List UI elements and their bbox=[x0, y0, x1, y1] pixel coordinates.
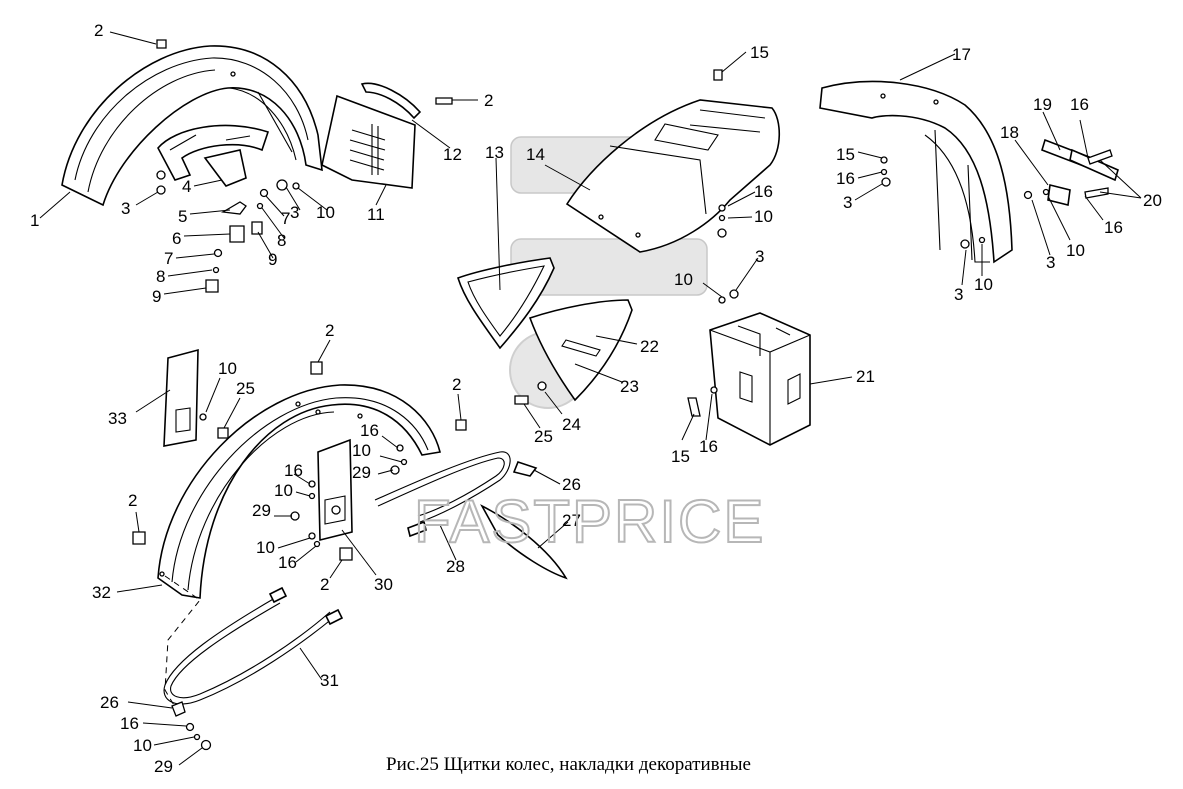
rear-fender-upper-hardware bbox=[880, 138, 1119, 249]
rear-fender-upper bbox=[819, 80, 1013, 264]
callout-label: 9 bbox=[152, 287, 161, 306]
callout-label: 1 bbox=[30, 211, 39, 230]
callout-label: 16 bbox=[284, 461, 303, 480]
callout-label: 10 bbox=[256, 538, 275, 557]
callout-label: 9 bbox=[268, 250, 277, 269]
callout-label: 3 bbox=[954, 285, 963, 304]
rear-lower-hardware bbox=[171, 701, 212, 751]
flap-bracket bbox=[360, 82, 453, 120]
callout-label: 3 bbox=[1046, 253, 1055, 272]
callout-label: 8 bbox=[156, 267, 165, 286]
callout-label: 30 bbox=[374, 575, 393, 594]
rear-hardware bbox=[132, 361, 467, 548]
callout-label: 28 bbox=[446, 557, 465, 576]
callout-label: 10 bbox=[218, 359, 237, 378]
callout-label: 5 bbox=[178, 207, 187, 226]
callout-label: 3 bbox=[290, 203, 299, 222]
callout-label: 32 bbox=[92, 583, 111, 602]
callout-label: 10 bbox=[316, 203, 335, 222]
front-fender-bracket bbox=[157, 124, 270, 187]
callout-label: 25 bbox=[534, 427, 553, 446]
callout-label: 26 bbox=[100, 693, 119, 712]
callout-label: 18 bbox=[1000, 123, 1019, 142]
callout-label: 16 bbox=[1070, 95, 1089, 114]
side-cover-left bbox=[457, 257, 555, 350]
figure-caption: Рис.25 Щитки колес, накладки декоративны… bbox=[386, 754, 751, 775]
grab-rail-lower bbox=[163, 586, 344, 705]
callout-label: 10 bbox=[274, 481, 293, 500]
watermark-text: FASTPRICE bbox=[414, 488, 765, 555]
mud-flap bbox=[321, 94, 416, 189]
callout-label: 29 bbox=[252, 501, 271, 520]
callout-label: 10 bbox=[133, 736, 152, 755]
callout-label: 16 bbox=[699, 437, 718, 456]
callout-label: 16 bbox=[120, 714, 139, 733]
callout-label: 29 bbox=[154, 757, 173, 776]
callout-label: 31 bbox=[320, 671, 339, 690]
callout-label: 10 bbox=[974, 275, 993, 294]
callout-label: 17 bbox=[952, 45, 971, 64]
callout-label: 21 bbox=[856, 367, 875, 386]
callout-label: 3 bbox=[121, 199, 130, 218]
callout-label: 10 bbox=[352, 441, 371, 460]
callout-label: 3 bbox=[755, 247, 764, 266]
callout-label: 3 bbox=[843, 193, 852, 212]
callout-label: 4 bbox=[182, 177, 191, 196]
callout-label: 33 bbox=[108, 409, 127, 428]
deflector bbox=[480, 461, 568, 580]
callout-label: 23 bbox=[620, 377, 639, 396]
callout-label: 2 bbox=[452, 375, 461, 394]
callout-label: 2 bbox=[484, 91, 493, 110]
callout-label: 15 bbox=[836, 145, 855, 164]
callout-label: 19 bbox=[1033, 95, 1052, 114]
callout-label: 2 bbox=[325, 321, 334, 340]
callout-label: 22 bbox=[640, 337, 659, 356]
callout-label: 14 bbox=[526, 145, 545, 164]
front-hardware bbox=[156, 39, 300, 293]
callout-label: 2 bbox=[128, 491, 137, 510]
callout-label: 25 bbox=[236, 379, 255, 398]
rear-bracket bbox=[317, 438, 353, 561]
callout-label: 16 bbox=[836, 169, 855, 188]
callout-label: 10 bbox=[754, 207, 773, 226]
callout-label: 16 bbox=[360, 421, 379, 440]
callout-label: 7 bbox=[164, 249, 173, 268]
center-hardware bbox=[717, 204, 739, 304]
tank-cover bbox=[565, 69, 781, 253]
callout-label: 16 bbox=[754, 182, 773, 201]
callout-label: 12 bbox=[443, 145, 462, 164]
tool-box bbox=[687, 312, 811, 446]
callout-label: 10 bbox=[1066, 241, 1085, 260]
callout-label: 15 bbox=[671, 447, 690, 466]
callout-label: 16 bbox=[278, 553, 297, 572]
callout-labels: 2 2 1 3 4 5 6 7 8 9 3 10 7 8 9 11 12 13 … bbox=[30, 21, 1162, 776]
callout-label: 2 bbox=[94, 21, 103, 40]
callout-label: 13 bbox=[485, 143, 504, 162]
dashed-guide-rear bbox=[164, 575, 201, 713]
callout-label: 6 bbox=[172, 229, 181, 248]
callout-label: 15 bbox=[750, 43, 769, 62]
callout-label: 11 bbox=[367, 205, 385, 224]
callout-label: 8 bbox=[277, 231, 286, 250]
callout-label: 26 bbox=[562, 475, 581, 494]
callout-label: 20 bbox=[1143, 191, 1162, 210]
callout-label: 7 bbox=[281, 209, 290, 228]
callout-label: 10 bbox=[674, 270, 693, 289]
callout-label: 27 bbox=[562, 511, 581, 530]
callout-label: 16 bbox=[1104, 218, 1123, 237]
callout-label: 2 bbox=[320, 575, 329, 594]
side-cover-right bbox=[514, 299, 633, 405]
leader-lines bbox=[39, 31, 1142, 766]
license-bracket bbox=[163, 348, 229, 447]
callout-label: 24 bbox=[562, 415, 581, 434]
grab-rail-upper bbox=[374, 451, 511, 538]
callout-label: 29 bbox=[352, 463, 371, 482]
front-fender bbox=[61, 45, 323, 207]
